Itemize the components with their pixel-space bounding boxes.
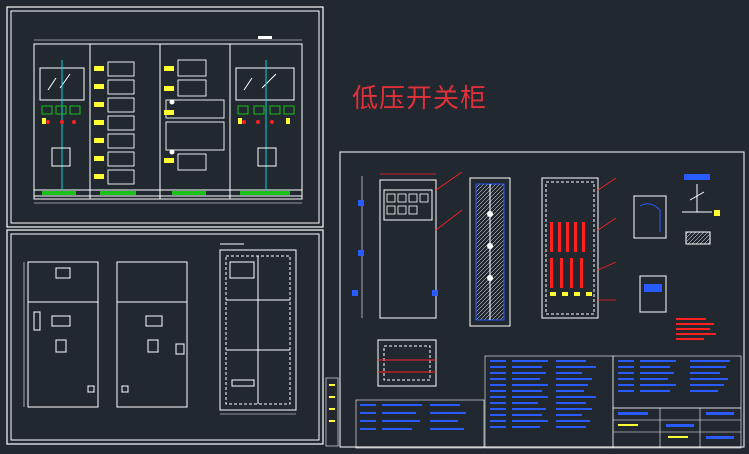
panel-outline-views [6, 229, 324, 445]
panel-assembly-sheet [325, 151, 745, 449]
drawing-title: 低压开关柜 [352, 84, 488, 114]
panel-front-elevation [6, 6, 324, 228]
